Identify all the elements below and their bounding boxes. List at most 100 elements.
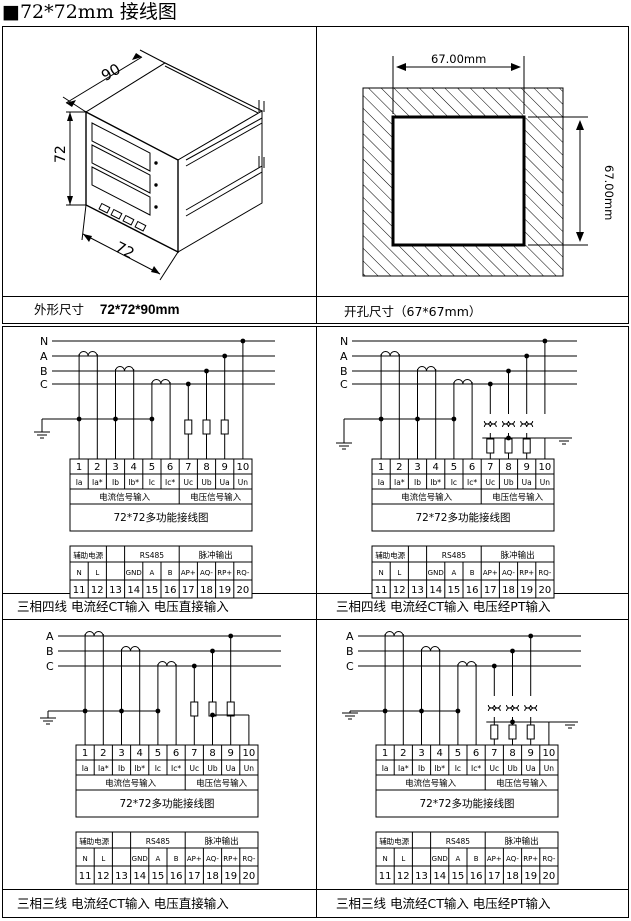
terminal-signal-5: Ic bbox=[451, 478, 457, 487]
terminal-number-10: 10 bbox=[243, 748, 256, 759]
terminal-signal-3: Ib bbox=[112, 478, 119, 487]
terminal-number-11: 11 bbox=[379, 871, 392, 882]
voltage-group-label: 电压信号输入 bbox=[190, 492, 242, 503]
terminal-signal-7: Uc bbox=[485, 478, 495, 487]
terminal-signal-7: Uc bbox=[489, 764, 499, 773]
pulse-output-label: 脉冲输出 bbox=[505, 836, 539, 847]
terminal-number-8: 8 bbox=[509, 748, 515, 759]
terminal-number-18: 18 bbox=[200, 585, 213, 596]
terminal-number-17: 17 bbox=[182, 585, 195, 596]
current-group-label: 电流信号输入 bbox=[105, 778, 157, 789]
voltage-group-label: 电压信号输入 bbox=[196, 778, 248, 789]
terminal-number-8: 8 bbox=[505, 462, 511, 473]
terminal-signal-5: Ic bbox=[455, 764, 461, 773]
aux-power-label: 辅助电源 bbox=[375, 550, 405, 560]
terminal-signal-10: Un bbox=[544, 764, 554, 773]
phase-label-a: A bbox=[346, 630, 354, 643]
terminal-number-18: 18 bbox=[502, 585, 515, 596]
terminal-number-7: 7 bbox=[491, 748, 497, 759]
terminal-number-7: 7 bbox=[185, 462, 191, 473]
terminal-number-10: 10 bbox=[237, 462, 250, 473]
terminal-signal-3: Ib bbox=[414, 478, 421, 487]
terminal-signal-18: AQ- bbox=[502, 569, 515, 577]
terminal-signal-17: AP+ bbox=[483, 569, 498, 577]
terminal-number-9: 9 bbox=[524, 462, 530, 473]
terminal-signal-4: Ib* bbox=[128, 478, 139, 487]
phase-label-c: C bbox=[340, 378, 348, 391]
terminal-signal-9: Ua bbox=[522, 478, 532, 487]
terminal-signal-19: RP+ bbox=[217, 569, 232, 577]
terminal-signal-1: Ia bbox=[378, 478, 385, 487]
terminal-number-5: 5 bbox=[451, 462, 457, 473]
terminal-signal-9: Ua bbox=[226, 764, 236, 773]
phase-label-c: C bbox=[40, 378, 48, 391]
terminal-signal-18: AQ- bbox=[200, 569, 213, 577]
terminal-number-15: 15 bbox=[152, 871, 165, 882]
terminal-signal-17: AP+ bbox=[487, 855, 502, 863]
terminal-number-1: 1 bbox=[76, 462, 82, 473]
terminal-number-3: 3 bbox=[414, 462, 420, 473]
phase-label-n: N bbox=[340, 335, 348, 348]
width-dimension-label: 72 bbox=[112, 238, 137, 263]
terminal-signal-11: N bbox=[382, 855, 387, 863]
terminal-number-17: 17 bbox=[488, 871, 501, 882]
terminal-number-6: 6 bbox=[167, 462, 173, 473]
terminal-signal-20: RQ- bbox=[542, 855, 556, 863]
terminal-signal-14: GND bbox=[126, 569, 142, 577]
terminal-number-13: 13 bbox=[415, 871, 428, 882]
terminal-signal-7: Uc bbox=[183, 478, 193, 487]
terminal-signal-11: N bbox=[82, 855, 87, 863]
terminal-number-3: 3 bbox=[118, 748, 124, 759]
terminal-signal-15: A bbox=[452, 569, 457, 577]
terminal-number-19: 19 bbox=[524, 871, 537, 882]
terminal-signal-17: AP+ bbox=[187, 855, 202, 863]
current-group-label: 电流信号输入 bbox=[401, 492, 453, 503]
terminal-number-11: 11 bbox=[79, 871, 92, 882]
terminal-signal-5: Ic bbox=[149, 478, 155, 487]
aux-power-label: 辅助电源 bbox=[379, 836, 409, 846]
terminal-number-12: 12 bbox=[91, 585, 104, 596]
terminal-signal-15: A bbox=[156, 855, 161, 863]
terminal-number-14: 14 bbox=[133, 871, 146, 882]
terminal-signal-2: Ia* bbox=[398, 764, 409, 773]
terminal-number-14: 14 bbox=[429, 585, 442, 596]
terminal-signal-16: B bbox=[470, 569, 475, 577]
phase-label-c: C bbox=[46, 660, 54, 673]
terminal-number-5: 5 bbox=[155, 748, 161, 759]
terminal-signal-6: Ic* bbox=[467, 478, 477, 487]
terminal-signal-1: Ia bbox=[76, 478, 83, 487]
terminal-number-18: 18 bbox=[506, 871, 519, 882]
terminal-signal-5: Ic bbox=[155, 764, 161, 773]
terminal-number-5: 5 bbox=[149, 462, 155, 473]
terminal-signal-12: L bbox=[101, 855, 105, 863]
terminal-number-14: 14 bbox=[433, 871, 446, 882]
terminal-number-9: 9 bbox=[528, 748, 534, 759]
terminal-number-1: 1 bbox=[82, 748, 88, 759]
terminal-signal-19: RP+ bbox=[223, 855, 238, 863]
terminal-signal-1: Ia bbox=[82, 764, 89, 773]
terminal-signal-3: Ib bbox=[118, 764, 125, 773]
phase-label-b: B bbox=[340, 365, 348, 378]
terminal-number-4: 4 bbox=[433, 462, 439, 473]
terminal-signal-8: Ub bbox=[507, 764, 517, 773]
terminal-signal-16: B bbox=[168, 569, 173, 577]
terminal-number-12: 12 bbox=[397, 871, 410, 882]
terminal-number-9: 9 bbox=[228, 748, 234, 759]
outline-caption-prefix: 外形尺寸 bbox=[34, 302, 85, 317]
terminal-number-18: 18 bbox=[206, 871, 219, 882]
terminal-signal-2: Ia* bbox=[394, 478, 405, 487]
terminal-signal-19: RP+ bbox=[523, 855, 538, 863]
terminal-signal-15: A bbox=[456, 855, 461, 863]
terminal-signal-12: L bbox=[397, 569, 401, 577]
terminal-number-20: 20 bbox=[237, 585, 250, 596]
terminal-number-13: 13 bbox=[115, 871, 128, 882]
panel-caption-3: 三相三线 电流经CT输入 电压直接输入 bbox=[17, 896, 229, 911]
terminal-number-15: 15 bbox=[146, 585, 159, 596]
rs485-label: RS485 bbox=[140, 551, 165, 560]
wiring-diagram-title: 72*72多功能接线图 bbox=[114, 511, 209, 524]
terminal-signal-7: Uc bbox=[189, 764, 199, 773]
terminal-number-4: 4 bbox=[137, 748, 143, 759]
terminal-number-10: 10 bbox=[539, 462, 552, 473]
